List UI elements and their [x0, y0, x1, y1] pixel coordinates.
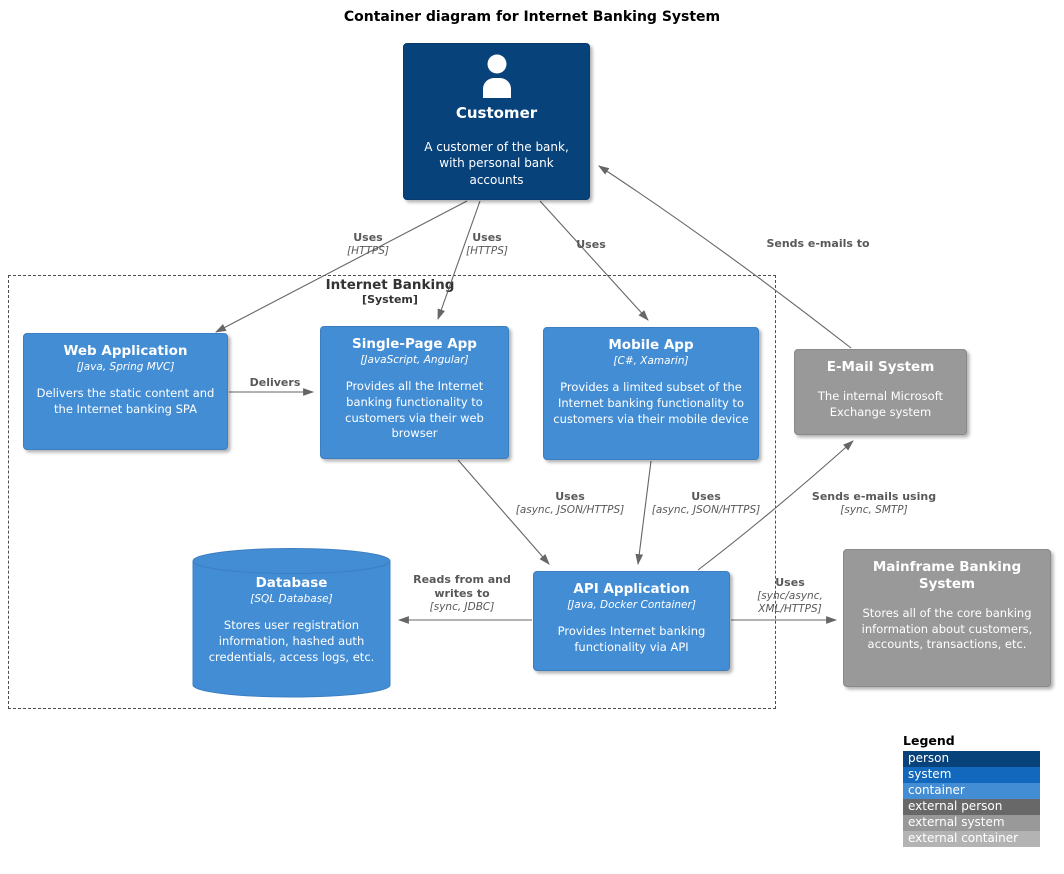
legend-item-external-system: external system	[903, 814, 1040, 831]
legend-item-system: system	[903, 766, 1040, 783]
node-mobile-app: Mobile App [C#, Xamarin] Provides a limi…	[543, 327, 759, 460]
node-title: Single-Page App	[352, 336, 477, 352]
edge-email-customer	[598, 165, 852, 349]
node-tech: [Java, Docker Container]	[567, 598, 696, 611]
node-desc: Stores user registration information, ha…	[208, 617, 375, 664]
node-api-application: API Application [Java, Docker Container]…	[533, 571, 730, 671]
edge-label-tech: [async, JSON/HTTPS]	[651, 503, 761, 516]
edge-api-email	[697, 440, 854, 571]
edge-label-text: Reads from and writes to	[413, 573, 511, 600]
edge-label-text: Uses	[472, 231, 502, 244]
edge-label-text: Uses	[691, 490, 721, 503]
edge-label-tech: [async, JSON/HTTPS]	[515, 503, 625, 516]
legend-item-person: person	[903, 751, 1040, 767]
node-desc: Provides all the Internet banking functi…	[345, 378, 484, 441]
legend-item-external-person: external person	[903, 798, 1040, 815]
edge-customer-spa	[437, 200, 481, 321]
node-title: E-Mail System	[826, 359, 935, 375]
edge-label-webapp-spa: Delivers	[250, 376, 301, 390]
node-title: API Application	[573, 581, 690, 597]
legend-item-external-container: external container	[903, 830, 1040, 847]
node-desc: Provides a limited subset of the Interne…	[553, 379, 749, 426]
edge-mobileapp-api	[635, 460, 652, 566]
edge-customer-webapp	[215, 200, 468, 333]
node-tech: [Java, Spring MVC]	[76, 360, 175, 373]
edge-label-tech: [HTTPS]	[347, 244, 389, 257]
edge-label-api-mainframe: Uses [sync/async, XML/HTTPS]	[744, 576, 836, 616]
edge-label-tech: [sync, JDBC]	[429, 600, 495, 613]
edge-label-text: Sends e-mails to	[766, 237, 870, 250]
person-icon	[482, 54, 511, 98]
node-tech: [JavaScript, Angular]	[360, 353, 469, 366]
internet-banking-boundary	[8, 275, 776, 709]
edge-label-email-customer: Sends e-mails to	[766, 237, 869, 251]
node-title: Customer	[455, 104, 538, 122]
node-desc: A customer of the bank, with personal ba…	[424, 139, 569, 187]
node-tech: [SQL Database]	[250, 592, 333, 605]
node-tech: [C#, Xamarin]	[613, 354, 689, 367]
node-customer: Customer A customer of the bank, with pe…	[403, 43, 590, 200]
edge-spa-api	[457, 459, 550, 565]
edge-label-api-database: Reads from and writes to [sync, JDBC]	[403, 573, 521, 614]
node-web-application: Web Application [Java, Spring MVC] Deliv…	[23, 333, 228, 450]
node-desc: Stores all of the core banking informati…	[861, 605, 1033, 652]
edge-label-text: Uses	[576, 238, 606, 251]
node-email-system: E-Mail System The internal Microsoft Exc…	[794, 349, 967, 435]
node-title: Database	[255, 575, 328, 591]
edge-label-tech: [HTTPS]	[466, 244, 508, 257]
node-title: Web Application	[63, 343, 188, 359]
edge-label-customer-spa: Uses [HTTPS]	[466, 231, 508, 258]
node-title: Mobile App	[608, 337, 694, 353]
node-desc: The internal Microsoft Exchange system	[817, 388, 944, 419]
node-desc: Delivers the static content and the Inte…	[36, 385, 215, 416]
edge-label-text: Uses	[775, 576, 805, 589]
legend: Legend person system container external …	[903, 733, 1040, 847]
edge-label-customer-webapp: Uses [HTTPS]	[347, 231, 389, 258]
edge-label-text: Uses	[555, 490, 585, 503]
edge-label-mobileapp-api: Uses [async, JSON/HTTPS]	[652, 490, 761, 517]
node-database: Database [SQL Database] Stores user regi…	[193, 575, 390, 665]
edge-label-tech: [sync/async, XML/HTTPS]	[757, 589, 823, 615]
edge-label-spa-api: Uses [async, JSON/HTTPS]	[516, 490, 625, 517]
node-title: Mainframe Banking System	[872, 559, 1022, 592]
page-title: Container diagram for Internet Banking S…	[343, 9, 721, 25]
node-single-page-app: Single-Page App [JavaScript, Angular] Pr…	[320, 326, 509, 459]
edge-customer-mobileapp	[539, 200, 649, 321]
edge-label-text: Delivers	[249, 376, 301, 389]
edge-label-api-email: Sends e-mails using [sync, SMTP]	[812, 490, 936, 517]
legend-title: Legend	[903, 733, 955, 748]
legend-item-container: container	[903, 782, 1040, 799]
edge-label-tech: [sync, SMTP]	[840, 503, 908, 516]
boundary-label: Internet Banking [System]	[326, 277, 455, 306]
boundary-name: Internet Banking	[325, 277, 455, 293]
edge-label-customer-mobileapp: Uses	[576, 238, 606, 252]
edge-label-text: Sends e-mails using	[811, 490, 937, 503]
edge-label-text: Uses	[353, 231, 383, 244]
database-cylinder	[192, 548, 391, 698]
boundary-type: [System]	[362, 293, 418, 306]
node-mainframe-banking-system: Mainframe Banking System Stores all of t…	[843, 549, 1051, 687]
node-desc: Provides Internet banking functionality …	[557, 623, 706, 654]
